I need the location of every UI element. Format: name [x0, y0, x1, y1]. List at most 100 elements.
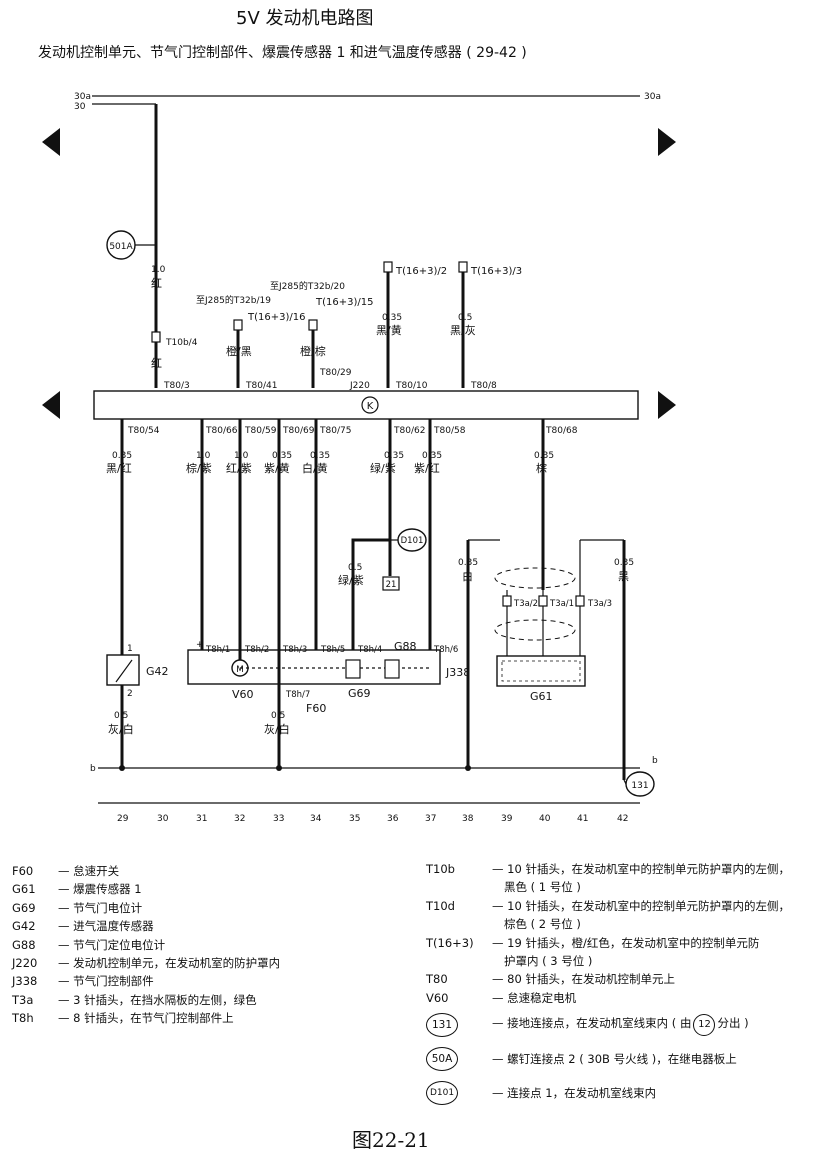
pin-label: T8h/2 — [244, 645, 269, 655]
ground-label: b — [90, 764, 96, 774]
plus-label: + — [196, 640, 204, 650]
legend-item: J338 — 节气门控制部件 — [12, 972, 392, 990]
pin-label: T80/59 — [244, 426, 277, 436]
knock-sensor-g61 — [496, 655, 586, 687]
legend-item: G69— 节气门电位计 — [12, 899, 392, 917]
wire-size: 0.35 — [422, 451, 442, 461]
right-arrow-icon — [658, 128, 676, 156]
pin-label: T80/3 — [163, 381, 190, 391]
pin-label: T80/62 — [393, 426, 425, 436]
pin-label: T80/10 — [395, 381, 428, 391]
legend-desc: — 80 针插头，在发动机控制单元上 — [492, 972, 675, 987]
wire-size: 0.35 — [310, 451, 330, 461]
j338-label: J338 — [445, 666, 470, 679]
legend-item: G61— 爆震传感器 1 — [12, 880, 392, 898]
grid-number: 37 — [425, 814, 436, 824]
g88-label: G88 — [394, 640, 417, 653]
legend-desc: — 怠速稳定电机 — [492, 990, 577, 1005]
splice-point-icon: D101 — [426, 1081, 458, 1106]
legend-right: T10b— 10 针插头，在发动机室中的控制单元防护罩内的左侧，黑色 ( 1 号… — [426, 860, 818, 1106]
wire-color: 红 — [151, 277, 162, 290]
legend-item: 50A — 螺钉连接点 2 ( 30B 号火线 )，在继电器板上 — [426, 1047, 818, 1072]
pin-label: T8h/3 — [282, 645, 307, 655]
wire-size: 0.5 — [114, 711, 128, 721]
grid-number: 41 — [577, 814, 588, 824]
plug-label: T(16+3)/15 — [315, 297, 373, 308]
grid-number: 29 — [117, 814, 129, 824]
shield-icon — [494, 619, 576, 641]
legend-item: T10b— 10 针插头，在发动机室中的控制单元防护罩内的左侧，黑色 ( 1 号… — [426, 860, 818, 897]
motor-symbol: M — [236, 665, 244, 675]
pin-label: T3a/3 — [587, 599, 612, 609]
connector-icon — [538, 595, 548, 607]
wire-color: 紫/黄 — [264, 461, 290, 475]
wire-size: 0.5 — [458, 313, 472, 323]
connector-icon — [308, 319, 318, 331]
plug-label: T(16+3)/16 — [247, 312, 305, 323]
plug-label: T(16+3)/3 — [470, 266, 522, 277]
legend-desc: — 节气门控制部件 — [58, 974, 154, 989]
ecu-symbol — [361, 396, 379, 414]
grid-number: 32 — [234, 814, 245, 824]
connector-icon — [458, 261, 468, 273]
connector-icon — [575, 595, 585, 607]
screw-point-icon: 50A — [426, 1047, 458, 1072]
pin-label: T80/75 — [319, 426, 351, 436]
legend-code: G61 — [12, 882, 36, 897]
splice-box-label: 21 — [386, 580, 397, 590]
figure-caption: 图22-21 — [352, 1128, 430, 1152]
connector-label: T10b/4 — [165, 338, 198, 348]
wire-t80-62 — [351, 419, 392, 650]
legend-desc-line: 棕色 ( 2 号位 ) — [504, 917, 581, 932]
wire-size: 0.35 — [384, 451, 404, 461]
wire-color: 橙/棕 — [300, 344, 326, 358]
grid-number: 40 — [539, 814, 551, 824]
diagram-subtitle: 发动机控制单元、节气门控制部件、爆震传感器 1 和进气温度传感器 ( 29-42… — [38, 45, 527, 61]
legend-desc: — 连接点 1，在发动机室线束内 — [492, 1086, 657, 1101]
legend-desc: — 螺钉连接点 2 ( 30B 号火线 )，在继电器板上 — [492, 1052, 737, 1067]
wire-color: 红 — [151, 357, 162, 370]
legend-desc: — 发动机控制单元，在发动机室的防护罩内 — [58, 956, 281, 971]
legend-item: T80 — 80 针插头，在发动机控制单元上 — [426, 970, 818, 988]
pin-label: T80/69 — [282, 426, 315, 436]
ground-point-label: 131 — [631, 781, 648, 791]
pin-label: T8h/4 — [357, 645, 382, 655]
connector-icon — [502, 595, 512, 607]
pin-label: T80/66 — [205, 426, 238, 436]
legend-code: J338 — [12, 974, 38, 989]
g42-label: G42 — [146, 665, 169, 678]
wire-color: 橙/黑 — [226, 344, 252, 358]
legend-item: D101 — 连接点 1，在发动机室线束内 — [426, 1081, 818, 1106]
legend-desc: — 怠速开关 — [58, 864, 120, 878]
legend-desc-line: 黑色 ( 1 号位 ) — [504, 880, 581, 895]
legend-desc: — 8 针插头，在节气门控制部件上 — [58, 1011, 234, 1026]
connector-icon — [233, 319, 243, 331]
legend-desc: — 10 针插头，在发动机室中的控制单元防护罩内的左侧，棕色 ( 2 号位 ) — [492, 897, 818, 934]
pin-label: T80/54 — [127, 426, 160, 436]
legend-code: T3a — [12, 992, 34, 1007]
wire-size: 0.5 — [271, 711, 285, 721]
pin-label: T80/41 — [245, 381, 277, 391]
grid-number: 33 — [273, 814, 284, 824]
ground-point-icon: 131 — [426, 1013, 458, 1038]
pin-label: T8h/7 — [285, 690, 310, 700]
legend-item: T3a— 3 针插头，在挡水隔板的左侧，绿色 — [12, 991, 392, 1009]
wire-size: 0.5 — [348, 563, 362, 573]
wire-color: 白 — [462, 569, 473, 583]
grid-number: 35 — [349, 814, 360, 824]
rail-30-label: 30 — [74, 102, 86, 112]
legend-code: T80 — [426, 972, 448, 987]
wire-size: 0.35 — [382, 313, 402, 323]
plug-label: T(16+3)/2 — [395, 266, 447, 277]
pin-label: T80/29 — [319, 368, 352, 378]
ref-circle-icon: 12 — [693, 1014, 716, 1037]
legend-item: V60— 怠速稳定电机 — [426, 989, 818, 1007]
g61-label: G61 — [530, 690, 553, 703]
pot-g88-icon — [384, 659, 400, 679]
legend-desc-part: — 接地连接点，在发动机室线束内 ( 由 — [492, 1016, 692, 1031]
legend-item: J220— 发动机控制单元，在发动机室的防护罩内 — [12, 954, 392, 972]
left-arrow-icon — [42, 128, 60, 156]
legend-code: 50A — [426, 1047, 492, 1072]
wire-color: 灰/白 — [264, 722, 290, 736]
